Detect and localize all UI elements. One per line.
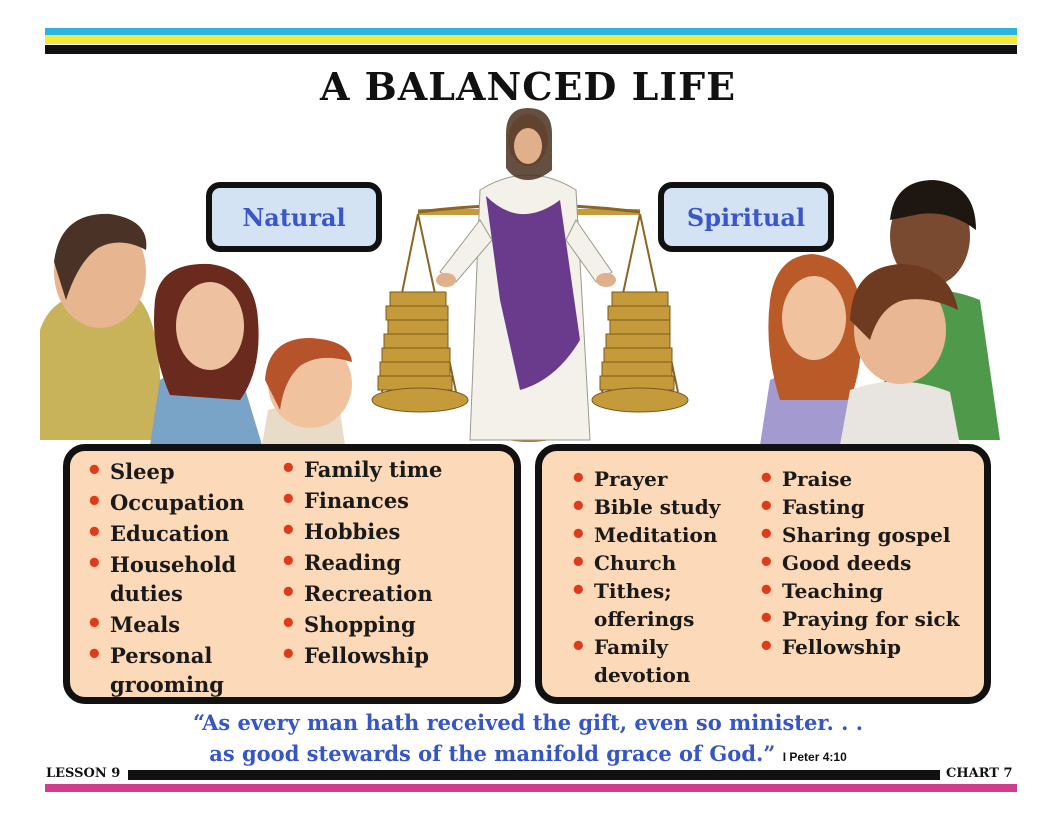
list-item: Fasting <box>756 493 986 521</box>
list-item: Fellowship <box>756 633 986 661</box>
list-item: Sharing gospel <box>756 521 986 549</box>
list-item: Shopping <box>278 610 508 639</box>
natural-list-col2: Family time Finances Hobbies Reading Rec… <box>278 455 508 670</box>
spiritual-list-col1: Prayer Bible study Meditation Church Tit… <box>568 465 748 689</box>
list-item: Family devotion <box>568 633 714 689</box>
list-item: Finances <box>278 486 508 515</box>
list-item: Personal grooming <box>84 641 250 699</box>
footer-bar-black <box>128 770 940 780</box>
list-item: Meditation <box>568 521 748 549</box>
jesus-figure-icon <box>436 108 616 441</box>
list-item: Sleep <box>84 457 270 486</box>
spiritual-panel: Prayer Bible study Meditation Church Tit… <box>535 444 991 704</box>
footer-band-pink <box>45 784 1017 792</box>
list-item: Occupation <box>84 488 270 517</box>
spiritual-tag-label: Spiritual <box>686 202 806 232</box>
natural-panel: Sleep Occupation Education Household dut… <box>63 444 521 704</box>
list-item: Bible study <box>568 493 748 521</box>
list-item: Church <box>568 549 748 577</box>
natural-tag: Natural <box>206 182 382 252</box>
quote-line-1: “As every man hath received the gift, ev… <box>192 710 864 735</box>
list-item: Household duties <box>84 550 250 608</box>
list-item: Prayer <box>568 465 748 493</box>
lesson-label: LESSON 9 <box>46 766 121 781</box>
list-item: Praise <box>756 465 986 493</box>
header-band-black <box>45 45 1017 54</box>
scripture-reference: I Peter 4:10 <box>782 750 847 764</box>
list-item: Meals <box>84 610 270 639</box>
list-item: Reading <box>278 548 508 577</box>
header-band-yellow <box>45 35 1017 44</box>
spiritual-people-icon <box>760 180 1000 445</box>
page-title: A BALANCED LIFE <box>319 64 737 109</box>
quote-line-2-text: as good stewards of the manifold grace o… <box>209 741 776 766</box>
natural-people-icon <box>40 213 352 445</box>
header-band-blue <box>45 28 1017 35</box>
list-item: Education <box>84 519 270 548</box>
spiritual-list-col2: Praise Fasting Sharing gospel Good deeds… <box>756 465 986 661</box>
spiritual-tag: Spiritual <box>658 182 834 252</box>
list-item: Family time <box>278 455 508 484</box>
list-item: Hobbies <box>278 517 508 546</box>
list-item: Good deeds <box>756 549 986 577</box>
list-item: Fellowship <box>278 641 508 670</box>
list-item: Recreation <box>278 579 508 608</box>
list-item: Teaching <box>756 577 986 605</box>
list-item: Praying for sick <box>756 605 986 633</box>
chart-label: CHART 7 <box>946 766 1013 781</box>
natural-tag-label: Natural <box>242 202 346 232</box>
list-item: Tithes; offerings <box>568 577 714 633</box>
natural-list-col1: Sleep Occupation Education Household dut… <box>84 457 270 699</box>
quote-line-2: as good stewards of the manifold grace o… <box>0 741 1056 766</box>
